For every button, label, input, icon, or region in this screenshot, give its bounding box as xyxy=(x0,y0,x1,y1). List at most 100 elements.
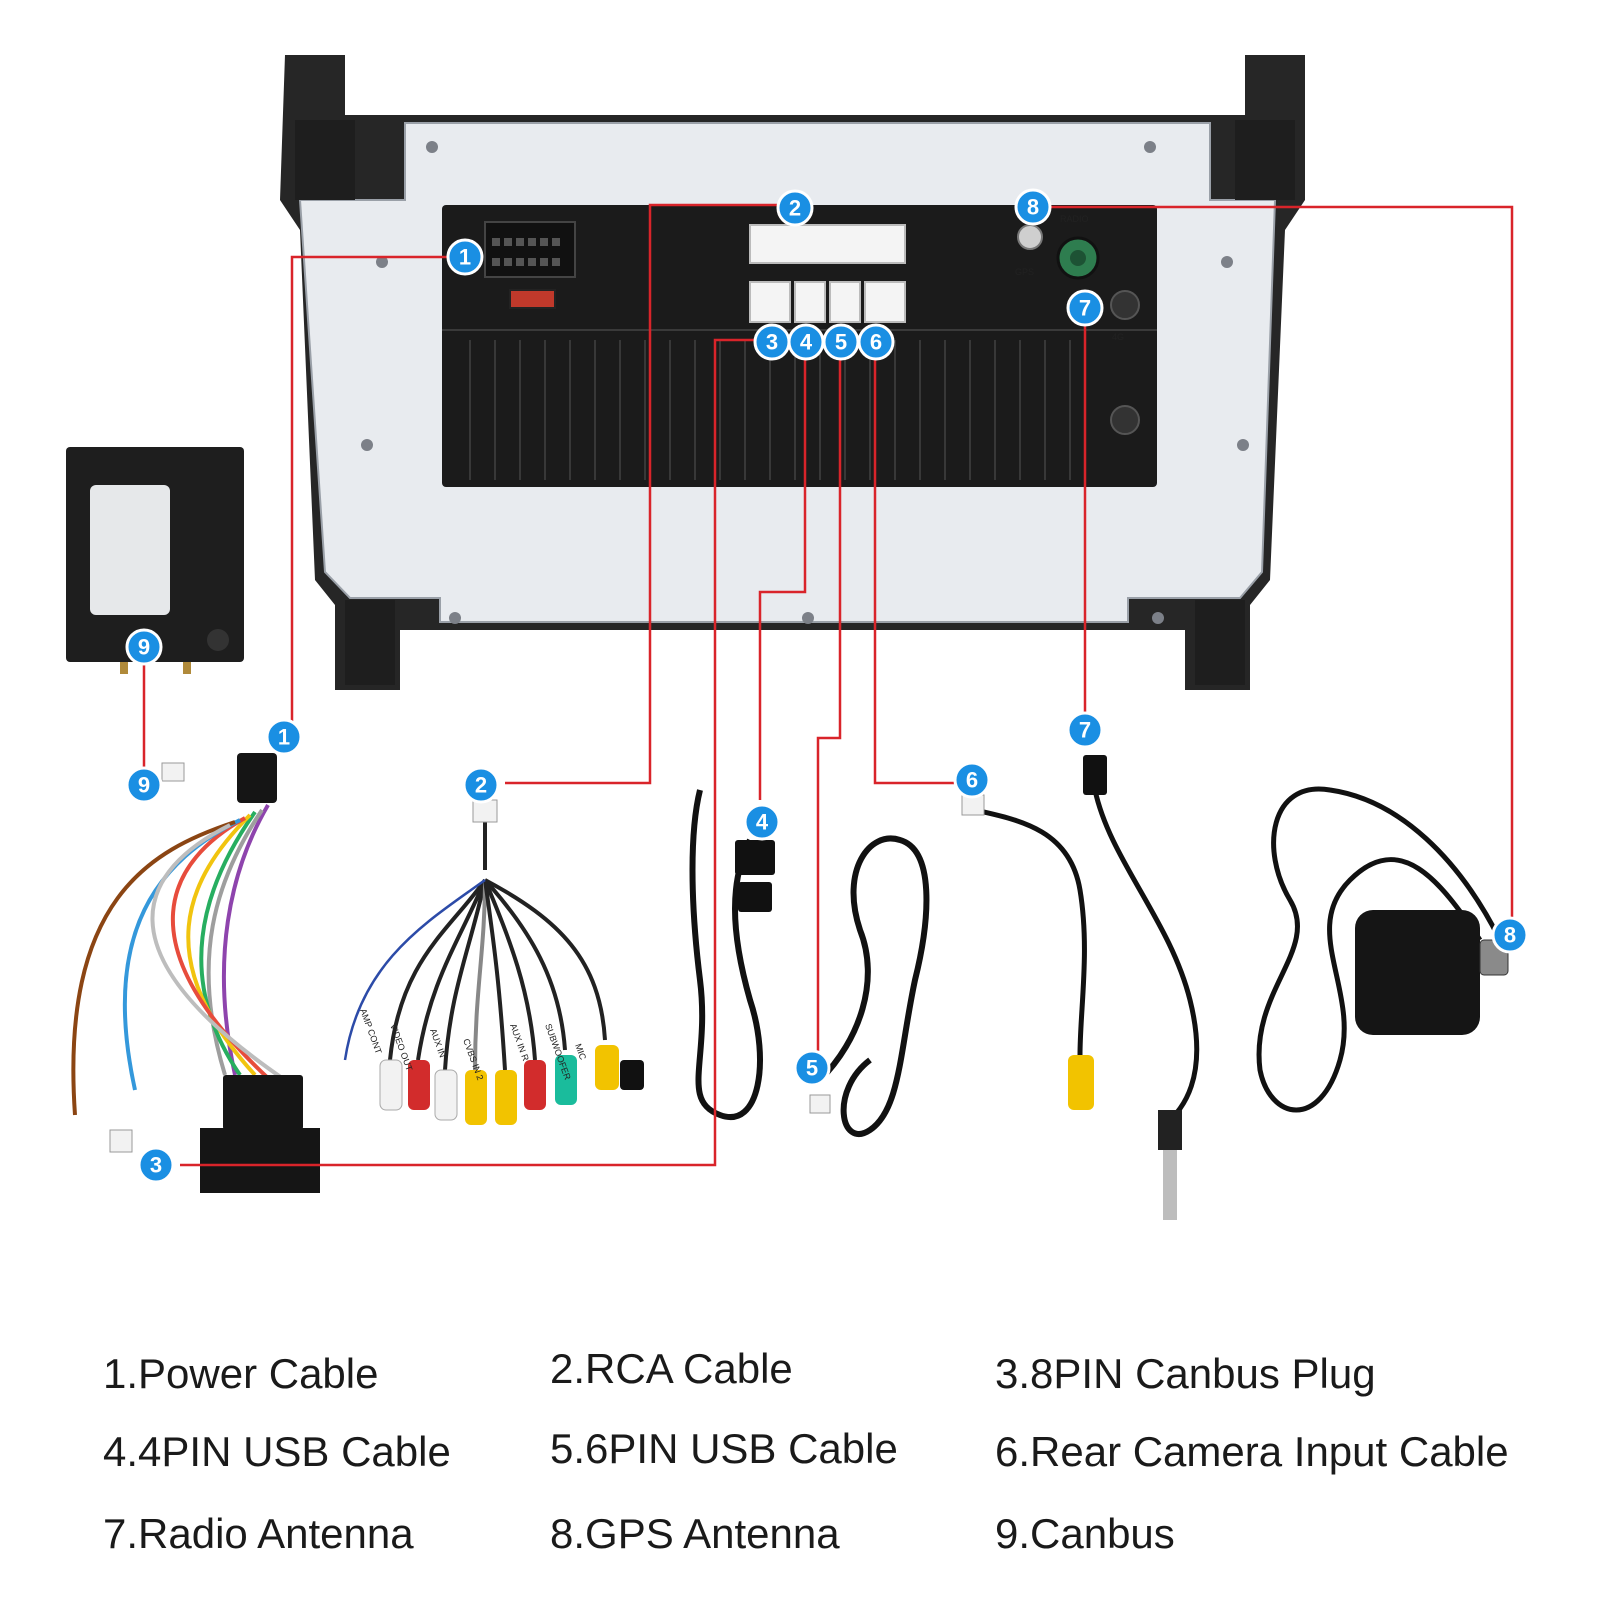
usb4-cable xyxy=(689,789,763,1120)
svg-text:8: 8 xyxy=(1027,195,1039,220)
svg-text:1: 1 xyxy=(278,725,290,750)
radio-antenna-pin xyxy=(1163,1150,1177,1220)
svg-text:4: 4 xyxy=(800,330,813,355)
screw xyxy=(1152,612,1164,624)
wire-5 xyxy=(816,340,842,1055)
usb6-cable xyxy=(817,835,930,1137)
power-port xyxy=(484,221,576,278)
wire-6 xyxy=(873,340,958,785)
badge-9-cable: 9 xyxy=(125,766,163,804)
badge-8-cable: 8 xyxy=(1491,916,1529,954)
gps-antenna-cable xyxy=(1256,786,1503,1113)
legend-item-canbus: 9.Canbus xyxy=(995,1510,1175,1557)
radio-port-center xyxy=(1070,250,1086,266)
fuse xyxy=(509,289,556,309)
radio-port-label: RADIO xyxy=(1060,214,1089,224)
badge-5-unit: 5 xyxy=(822,323,860,361)
badge-6-unit: 6 xyxy=(857,323,895,361)
wire-1 xyxy=(290,255,465,740)
screw xyxy=(376,256,388,268)
bracket-top-left xyxy=(295,120,355,200)
badge-3-unit: 3 xyxy=(753,323,791,361)
head-unit: RADIO GPS 4G xyxy=(280,55,1305,690)
rca-harness-connector xyxy=(472,799,498,823)
fakra-port xyxy=(1110,290,1140,320)
wire-8 xyxy=(1040,205,1514,925)
canbus-port xyxy=(749,281,791,323)
wire-3 xyxy=(180,338,760,1167)
svg-text:9: 9 xyxy=(138,773,150,798)
svg-text:5: 5 xyxy=(835,330,847,355)
svg-text:1: 1 xyxy=(459,245,471,270)
badge-4-cable: 4 xyxy=(743,803,781,841)
camera-port xyxy=(864,281,906,323)
legend-item-canbus-plug: 3.8PIN Canbus Plug xyxy=(995,1350,1376,1397)
svg-text:5: 5 xyxy=(806,1056,818,1081)
camera-cable xyxy=(974,807,1087,1056)
canbus-plug xyxy=(200,1128,320,1193)
fakra-port-2 xyxy=(1110,405,1140,435)
usb4-port xyxy=(794,281,826,323)
power-plug-bottom xyxy=(223,1075,303,1130)
4g-port-label: 4G xyxy=(1112,332,1124,342)
bracket-bottom-right xyxy=(1195,600,1245,685)
canbus-pin xyxy=(120,662,128,674)
legend-item-rear-camera: 6.Rear Camera Input Cable xyxy=(995,1428,1509,1475)
usb4-plug xyxy=(735,840,775,875)
svg-text:7: 7 xyxy=(1079,296,1091,321)
badge-7-unit: 7 xyxy=(1066,289,1104,327)
svg-text:7: 7 xyxy=(1079,718,1091,743)
legend-item-4pin-usb: 4.4PIN USB Cable xyxy=(103,1428,451,1475)
badge-8-unit: 8 xyxy=(1014,188,1052,226)
svg-text:2: 2 xyxy=(475,773,487,798)
wire-2 xyxy=(505,203,795,785)
svg-text:6: 6 xyxy=(870,330,882,355)
gps-port-label: GPS xyxy=(1015,267,1034,277)
badge-1-cable: 1 xyxy=(265,718,303,756)
canbus-pin xyxy=(183,662,191,674)
legend-item-rca-cable: 2.RCA Cable xyxy=(550,1345,793,1392)
screw xyxy=(449,612,461,624)
legend-item-6pin-usb: 5.6PIN USB Cable xyxy=(550,1425,898,1472)
canbus-vent xyxy=(207,629,229,651)
usb6-port xyxy=(829,281,861,323)
radio-antenna-plug xyxy=(1158,1110,1182,1150)
legend-item-power-cable: 1.Power Cable xyxy=(103,1350,379,1397)
svg-text:6: 6 xyxy=(966,768,978,793)
radio-antenna-cable xyxy=(1092,789,1200,1122)
legend: 1.Power Cable 2.RCA Cable 3.8PIN Canbus … xyxy=(0,1330,1600,1590)
leader-wires xyxy=(142,203,1514,1167)
bracket-top-right xyxy=(1235,120,1295,200)
canbus-box xyxy=(66,447,244,674)
svg-text:3: 3 xyxy=(766,330,778,355)
harness-small-connector xyxy=(161,762,185,782)
wire-4 xyxy=(758,340,807,800)
rca-tag: AUX IN xyxy=(428,1027,448,1059)
badge-9-unit: 9 xyxy=(125,628,163,666)
badge-6-cable: 6 xyxy=(953,761,991,799)
badge-3-cable: 3 xyxy=(137,1146,175,1184)
rca-tag: AUX IN R xyxy=(508,1022,531,1063)
svg-text:2: 2 xyxy=(789,196,801,221)
usb6-connector xyxy=(809,1094,831,1114)
screw xyxy=(1144,141,1156,153)
rca-harness xyxy=(343,820,607,1071)
usb4-plug-2 xyxy=(738,882,772,912)
badge-4-unit: 4 xyxy=(787,323,825,361)
power-harness xyxy=(71,803,287,1116)
legend-item-radio-antenna: 7.Radio Antenna xyxy=(103,1510,414,1557)
bracket-bottom-left xyxy=(345,600,395,685)
badge-1-unit: 1 xyxy=(446,238,484,276)
svg-text:9: 9 xyxy=(138,635,150,660)
gps-puck xyxy=(1355,910,1480,1035)
badge-7-cable: 7 xyxy=(1066,711,1104,749)
badge-2-cable: 2 xyxy=(462,766,500,804)
badge-2-unit: 2 xyxy=(776,189,814,227)
rca-plugs xyxy=(379,1045,644,1125)
harness-small-connector xyxy=(109,1129,133,1153)
canbus-label xyxy=(90,485,170,615)
rca-tag: AMP CONT xyxy=(358,1007,384,1055)
screw xyxy=(802,612,814,624)
screw xyxy=(1221,256,1233,268)
